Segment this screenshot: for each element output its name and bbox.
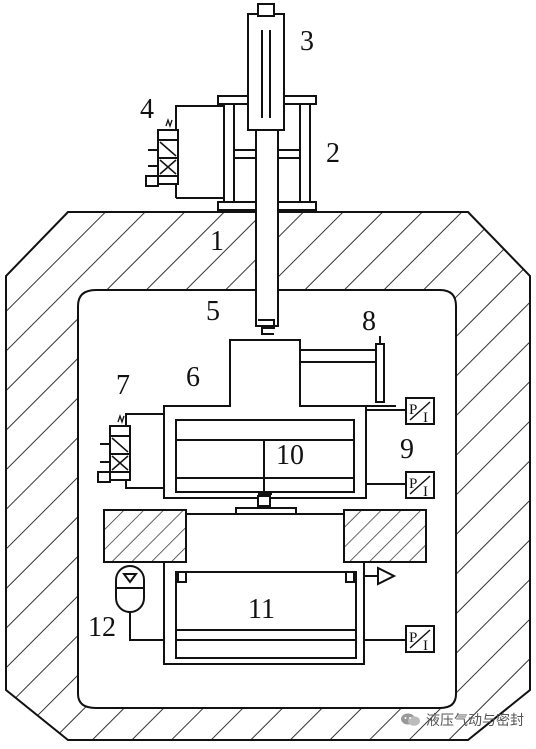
sensor-middle-i: I xyxy=(423,484,428,500)
label-6: 6 xyxy=(186,362,200,393)
label-11: 11 xyxy=(248,594,275,625)
label-8: 8 xyxy=(362,306,376,337)
label-10: 10 xyxy=(276,440,304,471)
pressure-sensor-upper xyxy=(366,397,435,425)
chamber-wall xyxy=(5,211,531,741)
label-3: 3 xyxy=(300,26,314,57)
watermark-text: 液压气动与密封 xyxy=(426,713,524,729)
right-support xyxy=(343,509,427,563)
sensor-lower-p: P xyxy=(409,630,417,646)
sensor-middle-p: P xyxy=(409,476,417,492)
arm-8 xyxy=(300,336,396,407)
rod-coupling xyxy=(258,319,275,335)
pressure-sensor-middle xyxy=(366,471,435,499)
label-2: 2 xyxy=(326,138,340,169)
valve-4 xyxy=(145,105,224,199)
label-12: 12 xyxy=(88,612,116,643)
accumulator-12 xyxy=(115,565,164,641)
exhaust-arrow xyxy=(364,566,397,586)
label-5: 5 xyxy=(206,296,220,327)
sensor-upper-p: P xyxy=(409,402,417,418)
left-support xyxy=(103,509,187,563)
valve-7 xyxy=(97,413,164,489)
piston-rod xyxy=(247,3,285,327)
lower-cylinder xyxy=(163,513,365,665)
label-4: 4 xyxy=(140,94,154,125)
watermark: 液压气动与密封 xyxy=(400,706,524,734)
pressure-sensor-lower xyxy=(364,625,435,653)
label-9: 9 xyxy=(400,434,414,465)
label-1: 1 xyxy=(210,226,224,257)
needle-10 xyxy=(235,440,297,515)
wechat-icon xyxy=(400,712,422,728)
sensor-lower-i: I xyxy=(423,638,428,654)
label-7: 7 xyxy=(116,370,130,401)
sensor-upper-i: I xyxy=(423,410,428,426)
